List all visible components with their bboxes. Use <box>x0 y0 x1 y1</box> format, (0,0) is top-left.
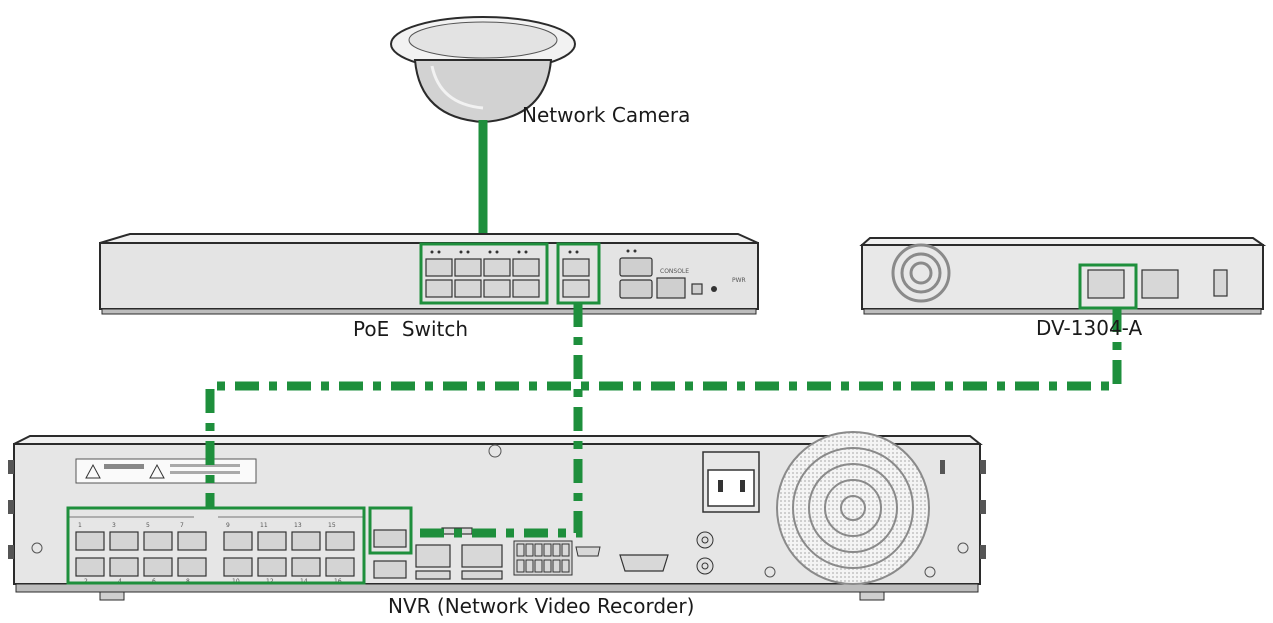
nvr-poe-port <box>325 557 355 577</box>
nvr-poe-port <box>75 531 105 551</box>
nvr-poe-port <box>109 557 139 577</box>
nvr-poe-port <box>109 531 139 551</box>
switch-to-nvr-link <box>411 303 583 538</box>
svg-text:PWR: PWR <box>732 277 746 284</box>
nvr-port-number: 9 <box>226 522 230 529</box>
fan-grille <box>776 431 930 585</box>
audio-connectors <box>696 531 714 575</box>
nvr-poe-port <box>177 531 207 551</box>
nvr-poe-port <box>257 557 287 577</box>
hdmi-port <box>575 546 601 557</box>
svg-text:CONSOLE: CONSOLE <box>660 268 689 275</box>
nvr-poe-port <box>257 531 287 551</box>
nvr-poe-ports <box>68 516 364 577</box>
nvr-poe-port <box>325 531 355 551</box>
alarm-terminal <box>513 540 573 576</box>
nvr-port-number: 15 <box>328 522 336 529</box>
network-camera <box>390 16 576 124</box>
vga-port <box>619 554 669 572</box>
nvr-poe-port <box>177 557 207 577</box>
switch-poe-ports <box>425 258 540 298</box>
nvr-poe-port <box>143 557 173 577</box>
nvr-label: NVR (Network Video Recorder) <box>388 594 695 618</box>
nvr-poe-port <box>223 557 253 577</box>
nvr-port-number: 1 <box>78 522 82 529</box>
poe-switch-label: PoE Switch <box>353 317 469 341</box>
nvr-network-port-highlight <box>368 506 413 555</box>
poe-switch: CONSOLE PWR <box>99 233 759 315</box>
switch-poe-ports-highlight <box>419 242 549 305</box>
nvr-poe-ports-highlight <box>66 506 366 585</box>
nvr-port-number: 5 <box>146 522 150 529</box>
nvr-port-number: 13 <box>294 522 302 529</box>
nvr-poe-port <box>143 531 173 551</box>
power-inlet <box>702 451 760 513</box>
network-links <box>205 303 1122 538</box>
nvr-poe-port <box>223 531 253 551</box>
fan-grille <box>891 243 951 303</box>
nvr-poe-port <box>75 557 105 577</box>
dv-to-nvr-link <box>205 308 1122 508</box>
network-camera-label: Network Camera <box>522 103 691 127</box>
nvr-poe-port <box>291 531 321 551</box>
nvr-port-number: 3 <box>112 522 116 529</box>
nvr-port-number: 7 <box>180 522 184 529</box>
dv-network-port-highlight <box>1078 263 1138 310</box>
nvr-poe-port <box>291 557 321 577</box>
dv-1304-a-label: DV-1304-A <box>1036 316 1143 340</box>
dv-1304-a-device <box>859 237 1267 315</box>
nvr-port-number: 11 <box>260 522 268 529</box>
